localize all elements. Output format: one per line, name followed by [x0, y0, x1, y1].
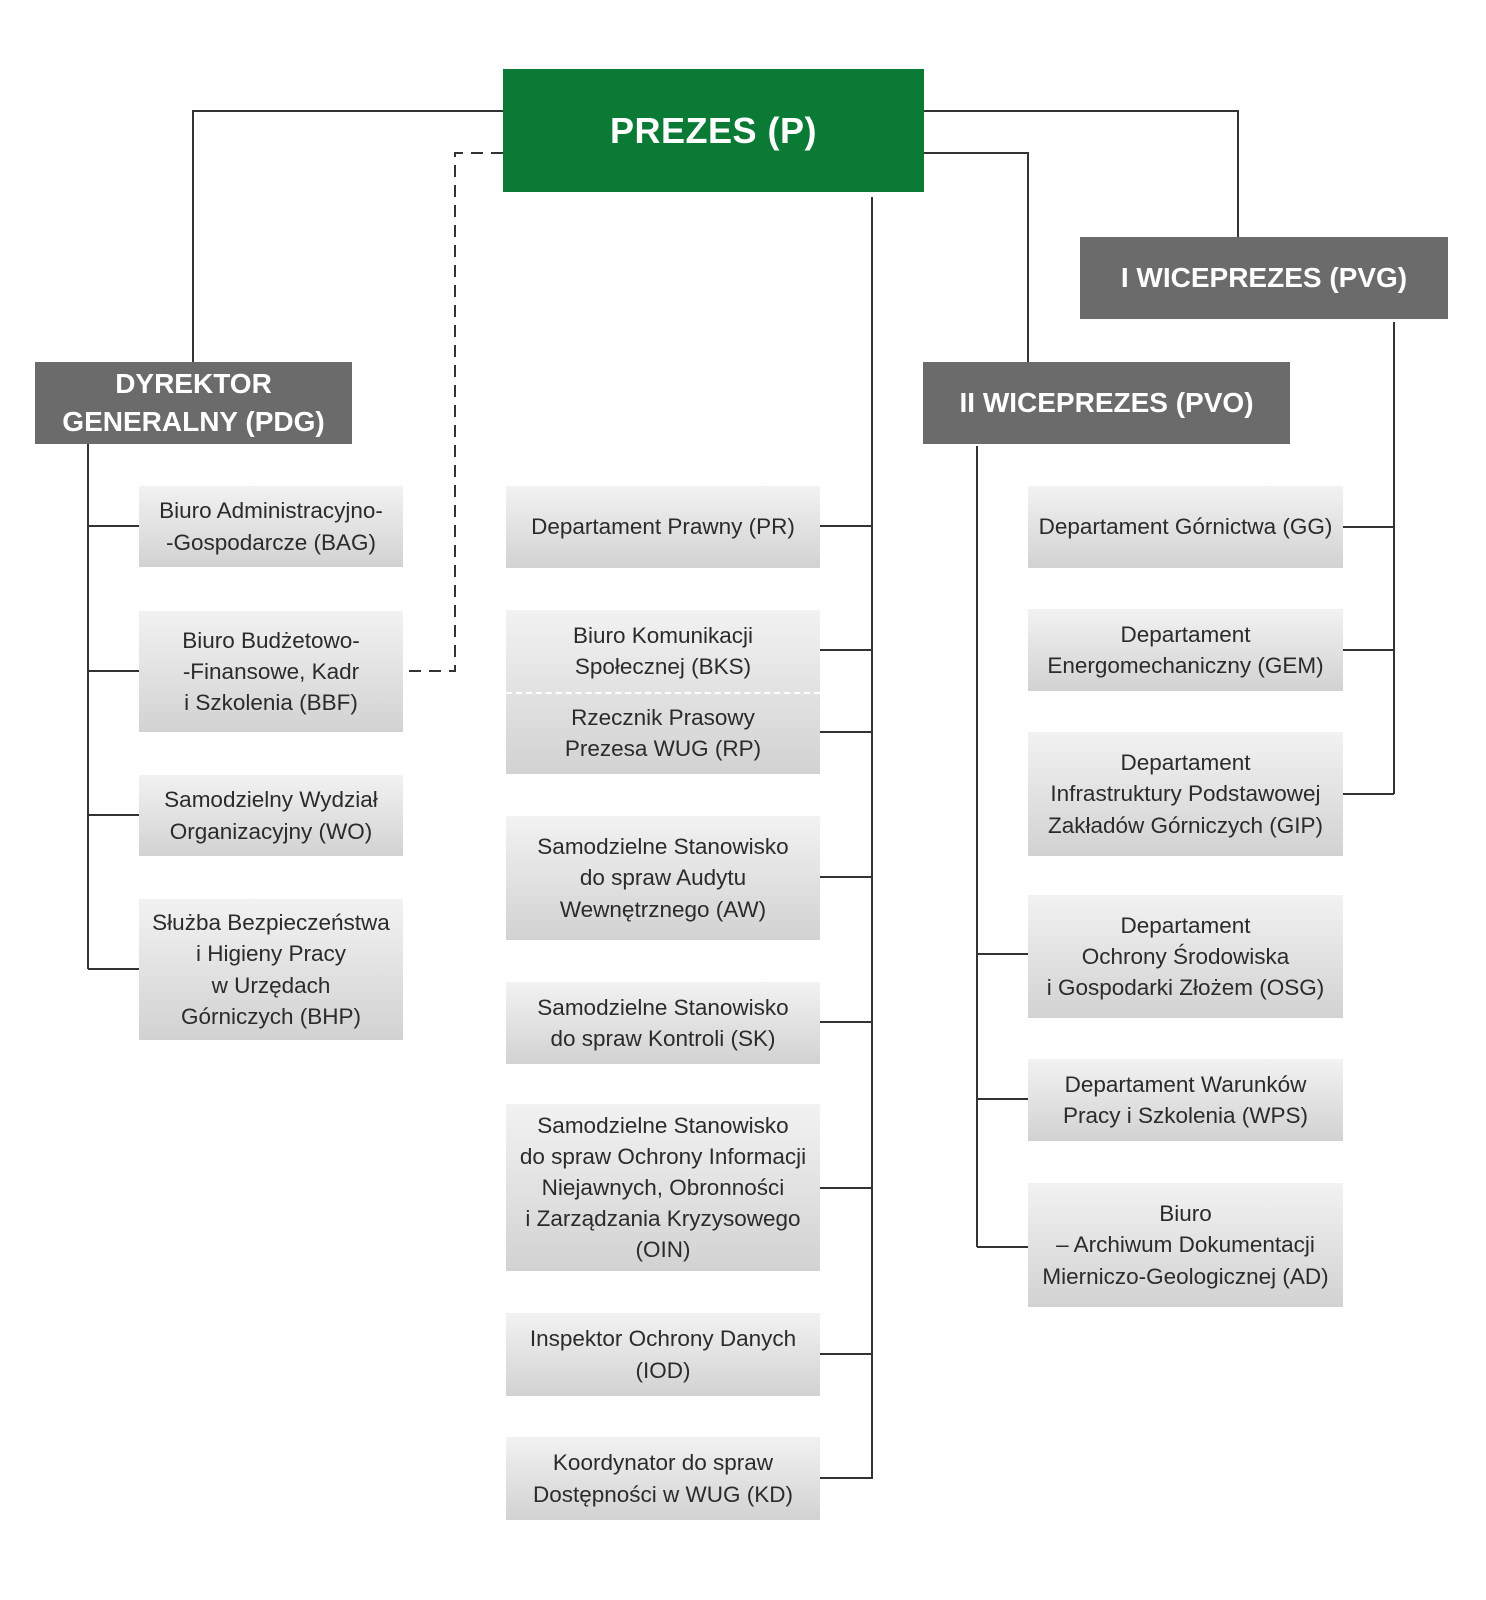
unit-label-pr: Departament Prawny (PR) — [531, 514, 795, 540]
unit-box-bag: Biuro Administracyjno--Gospodarcze (BAG) — [139, 486, 403, 567]
line-president-to-pvg — [924, 110, 1239, 237]
unit-box-gg: Departament Górnictwa (GG) — [1028, 486, 1343, 568]
line-president-to-bbf-dashed — [403, 152, 503, 672]
first-vice-president-box: I WICEPREZES (PVG) — [1080, 237, 1448, 319]
line-president-to-pvo — [924, 152, 1029, 362]
second-vice-president-label: II WICEPREZES (PVO) — [959, 387, 1254, 419]
line-president-to-pdg — [192, 110, 503, 362]
director-general-label-line1: DYREKTOR — [115, 368, 272, 400]
first-vice-president-label: I WICEPREZES (PVG) — [1120, 262, 1408, 294]
unit-label-bag: Biuro Administracyjno--Gospodarcze (BAG) — [159, 498, 383, 555]
unit-box-iod: Inspektor Ochrony Danych(IOD) — [506, 1313, 820, 1396]
president-label: PREZES (P) — [609, 109, 818, 151]
unit-label-iod: Inspektor Ochrony Danych(IOD) — [529, 1326, 797, 1383]
director-general-box: DYREKTOR GENERALNY (PDG) — [35, 362, 352, 444]
president-box: PREZES (P) — [503, 69, 924, 192]
unit-label-gg: Departament Górnictwa (GG) — [1038, 514, 1333, 540]
director-general-label-line2: GENERALNY (PDG) — [62, 406, 325, 437]
dashed-divider — [506, 692, 820, 694]
unit-box-pr: Departament Prawny (PR) — [506, 486, 820, 568]
second-vice-president-box: II WICEPREZES (PVO) — [923, 362, 1290, 444]
